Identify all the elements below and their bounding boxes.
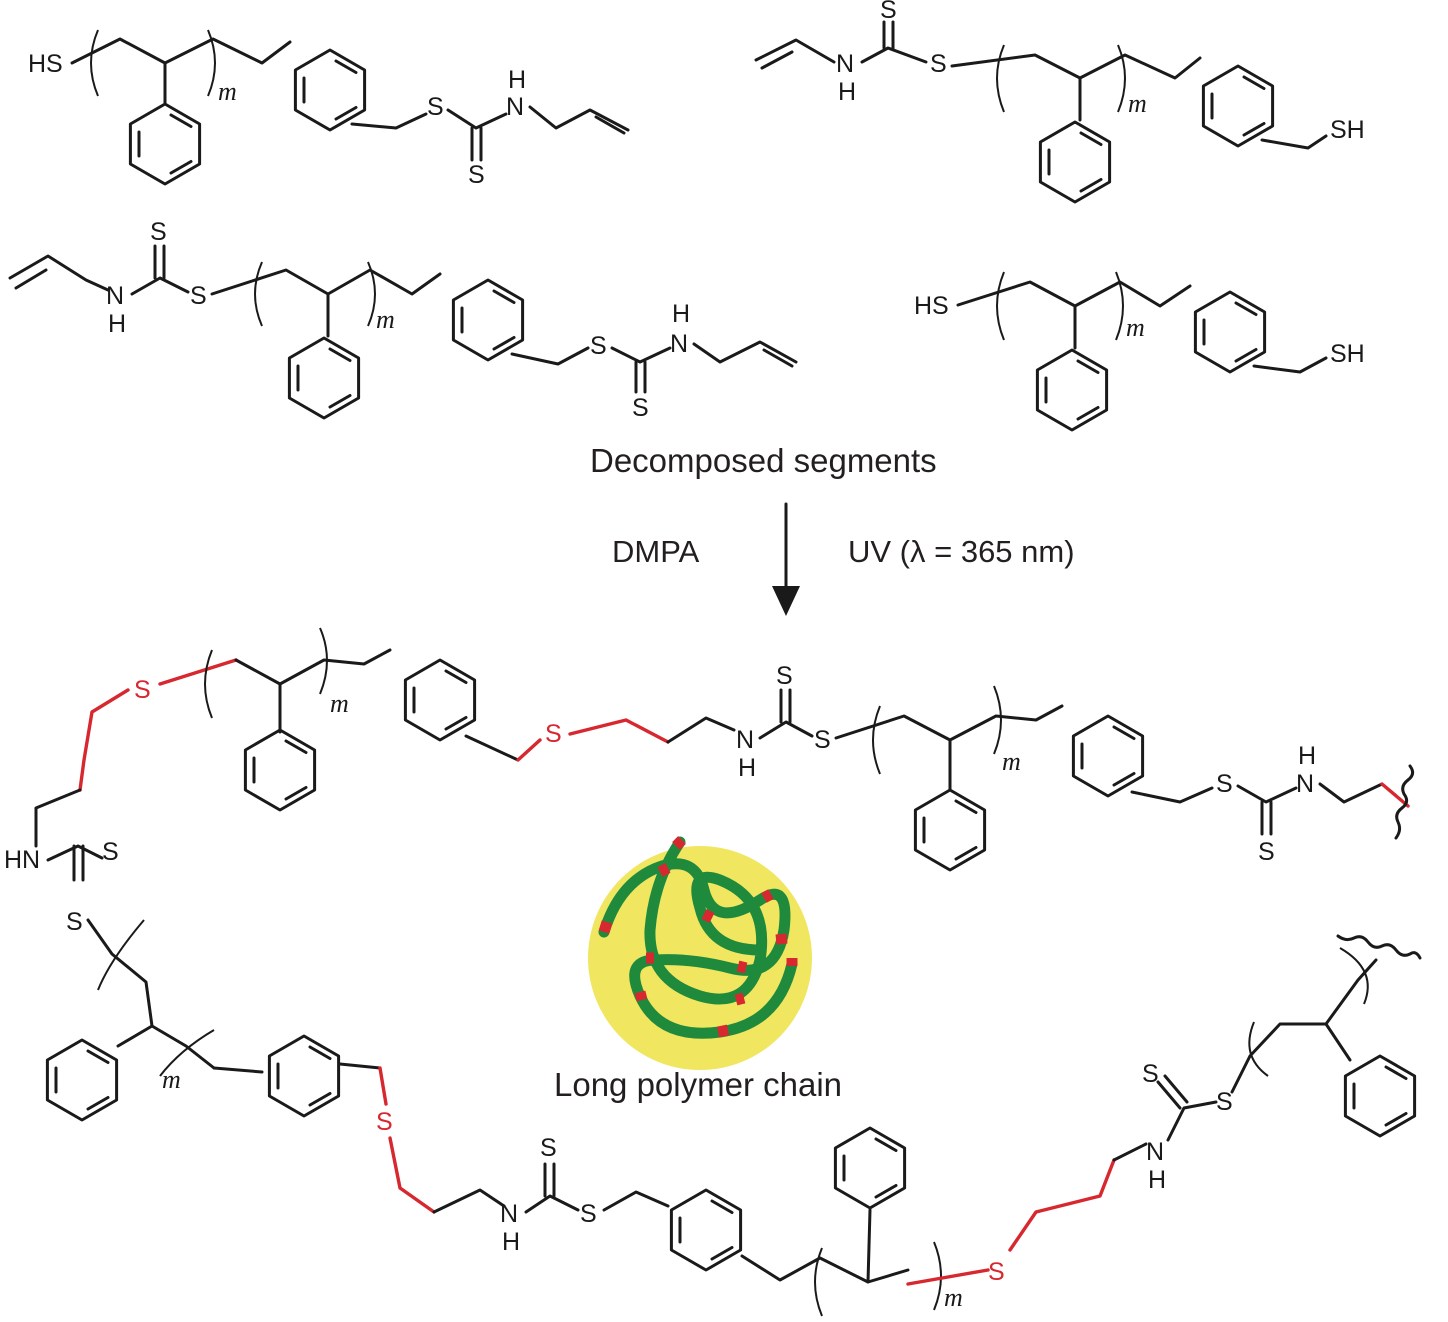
sulfur-label: S bbox=[814, 726, 831, 754]
thioether-sulfur: S bbox=[988, 1258, 1005, 1286]
sulfur-label: S bbox=[1142, 1060, 1159, 1088]
sulfur-label: S bbox=[1216, 1088, 1233, 1116]
sulfur-label: S bbox=[590, 332, 607, 360]
repeat-index: m bbox=[944, 1283, 963, 1312]
phenyl-ring bbox=[1038, 120, 1112, 204]
conditions-label: UV (λ = 365 nm) bbox=[848, 534, 1075, 569]
phenyl-ring bbox=[833, 1126, 907, 1210]
hydrogen-label: H bbox=[1298, 742, 1316, 770]
benzyl-ring bbox=[451, 278, 525, 362]
sulfur-label: S bbox=[632, 394, 649, 422]
nitrogen-label: N bbox=[736, 726, 754, 754]
phenyl-ring bbox=[1343, 1054, 1417, 1138]
nitrogen-label: N bbox=[836, 50, 854, 78]
repeat-index: m bbox=[218, 77, 237, 106]
repeat-index: m bbox=[376, 305, 395, 334]
reagent-label: DMPA bbox=[612, 534, 700, 569]
repeat-index: m bbox=[1002, 747, 1021, 776]
benzyl-ring bbox=[1193, 290, 1267, 374]
benzyl-ring bbox=[267, 1034, 341, 1118]
phenyl-ring bbox=[243, 728, 317, 812]
nitrogen-label: N bbox=[106, 282, 124, 310]
nitrogen-label: N bbox=[1296, 770, 1314, 798]
thioether-sulfur: S bbox=[134, 676, 151, 704]
product-caption: Long polymer chain bbox=[554, 1066, 842, 1103]
sulfur-label: S bbox=[580, 1200, 597, 1228]
nitrogen-label: N bbox=[500, 1200, 518, 1228]
nitrogen-label: N bbox=[1146, 1138, 1164, 1166]
segment-thiol-allyl-1: HS m S S N H bbox=[28, 29, 630, 189]
nitrogen-label: N bbox=[506, 93, 524, 121]
segment-allyl-allyl-3: N H S S m S S N H bbox=[8, 218, 798, 422]
benzyl-ring bbox=[669, 1188, 743, 1272]
sulfur-label: S bbox=[1216, 770, 1233, 798]
repeat-index: m bbox=[1126, 313, 1145, 342]
sulfur-label: S bbox=[540, 1134, 557, 1162]
benzyl-ring bbox=[1201, 64, 1275, 148]
sulfur-label: S bbox=[102, 838, 119, 866]
benzyl-ring bbox=[293, 48, 367, 132]
sulfur-label: S bbox=[776, 662, 793, 690]
phenyl-ring bbox=[1035, 348, 1109, 432]
thiol-label: HS bbox=[914, 292, 949, 320]
segment-thiol-thiol-4: HS m SH bbox=[914, 271, 1365, 432]
hydrogen-label: H bbox=[1148, 1166, 1166, 1194]
polymer-globule-illustration bbox=[588, 836, 812, 1070]
hydrogen-label: H bbox=[738, 754, 756, 782]
sulfur-label: S bbox=[468, 161, 485, 189]
hydrogen-label: H bbox=[108, 310, 126, 338]
decomposed-caption: Decomposed segments bbox=[590, 442, 937, 479]
sulfur-label: S bbox=[150, 218, 167, 246]
sulfur-label: S bbox=[66, 908, 83, 936]
sulfur-label: S bbox=[930, 50, 947, 78]
sulfur-label: S bbox=[1258, 838, 1275, 866]
repeat-index: m bbox=[162, 1065, 181, 1094]
phenyl-ring bbox=[128, 102, 202, 186]
hydrogen-label: H bbox=[508, 66, 526, 94]
sulfur-label: S bbox=[880, 0, 897, 24]
amide-nh-label: HN bbox=[4, 846, 40, 874]
thiol-label: SH bbox=[1330, 116, 1365, 144]
hydrogen-label: H bbox=[672, 300, 690, 328]
benzyl-ring bbox=[403, 658, 477, 742]
sulfur-label: S bbox=[190, 282, 207, 310]
product-chain: S m S N H S S m S S N H bbox=[4, 627, 1422, 1317]
thiol-label: SH bbox=[1330, 340, 1365, 368]
thioether-sulfur: S bbox=[545, 720, 562, 748]
reaction-arrow bbox=[772, 502, 800, 616]
sulfur-label: S bbox=[427, 93, 444, 121]
thioether-sulfur: S bbox=[376, 1108, 393, 1136]
repeat-index: m bbox=[330, 689, 349, 718]
nitrogen-label: N bbox=[670, 330, 688, 358]
hydrogen-label: H bbox=[502, 1228, 520, 1256]
phenyl-ring bbox=[287, 336, 361, 420]
segment-allyl-thiol-2: N H S S m SH bbox=[754, 0, 1365, 204]
hydrogen-label: H bbox=[838, 78, 856, 106]
thiol-label: HS bbox=[28, 50, 63, 78]
phenyl-ring bbox=[913, 788, 987, 872]
phenyl-ring bbox=[45, 1038, 119, 1122]
repeat-index: m bbox=[1128, 89, 1147, 118]
benzyl-ring bbox=[1071, 714, 1145, 798]
